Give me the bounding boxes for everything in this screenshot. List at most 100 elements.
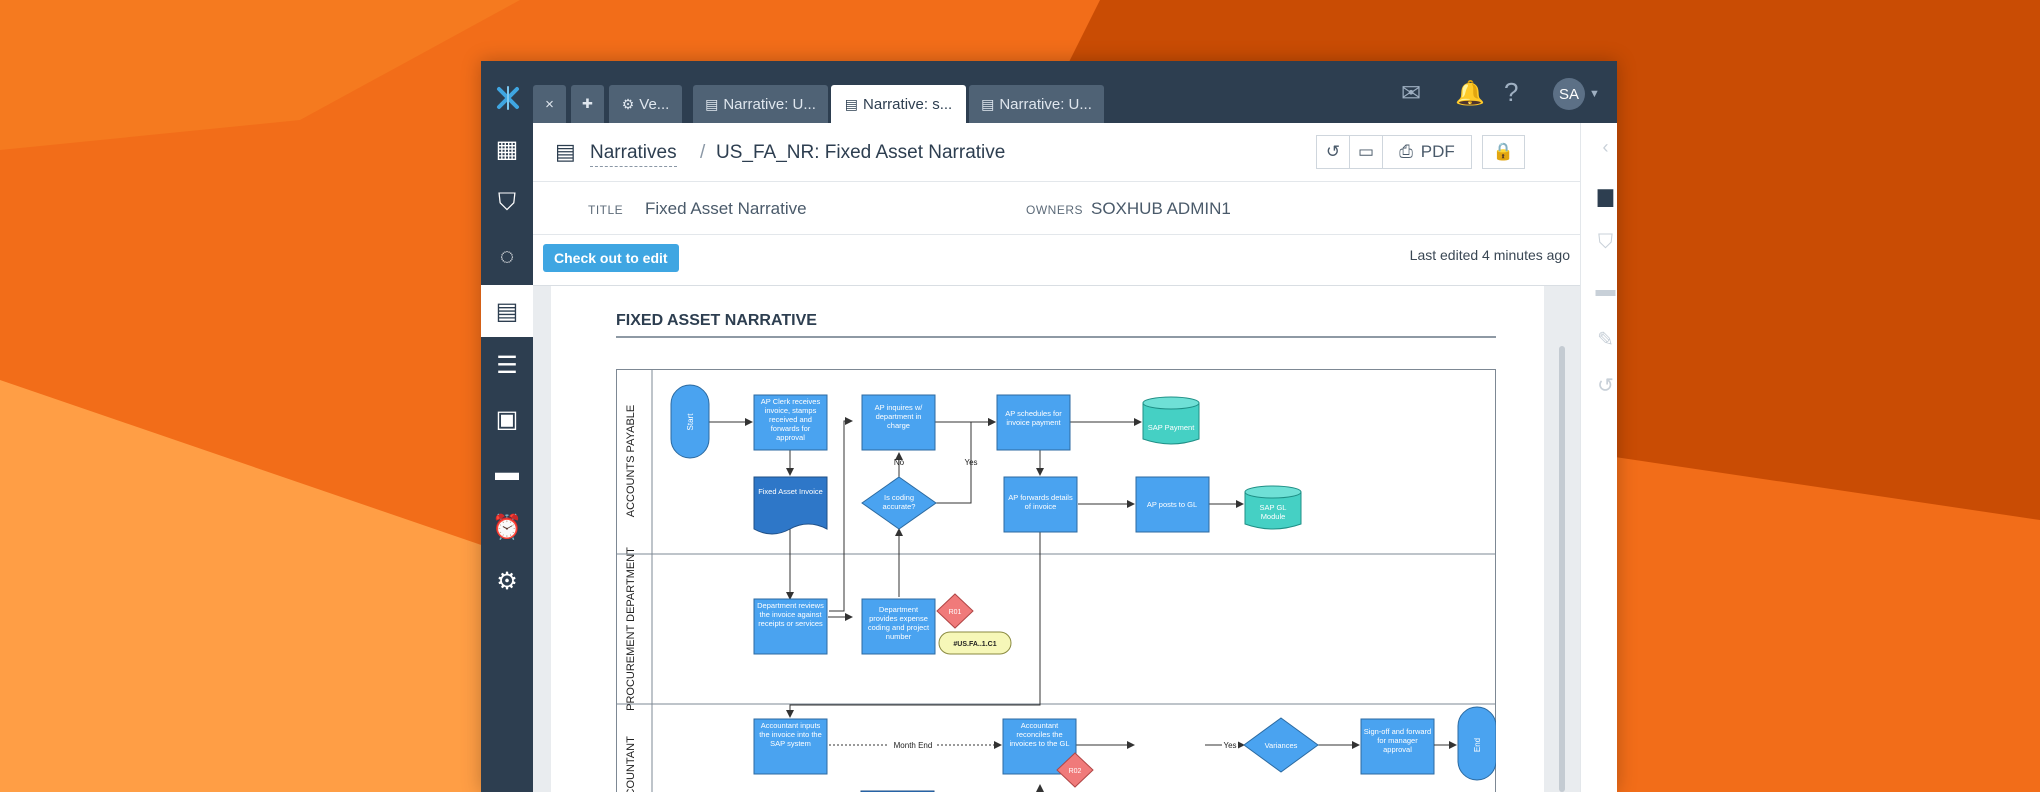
undo-button[interactable]: ↺ [1316, 135, 1350, 169]
node-fixed-asset-invoice-text: Fixed Asset Invoice [758, 487, 823, 496]
folder-icon[interactable]: ▬ [1595, 279, 1616, 301]
document-page: FIXED ASSET NARRATIVE ACCOUNTS PAYABLE P… [551, 286, 1544, 792]
shield-icon[interactable]: ⛉ [498, 189, 516, 216]
node-sap-gl-text: SAP GL Module [1259, 503, 1287, 521]
avatar-initials: SA [1558, 85, 1579, 103]
start-terminator [670, 384, 710, 459]
node-dept-provides-text: Department provides expense coding and p… [867, 605, 930, 641]
edge-label-no: No [894, 458, 905, 467]
title-key: TITLE [588, 203, 624, 217]
undo-icon: ↺ [1325, 142, 1341, 161]
shield-check-icon[interactable]: ⛉ [1598, 231, 1613, 253]
node-fixed-asset-invoice [753, 476, 828, 535]
owners-key: OWNERS [1026, 203, 1083, 217]
app-window: × ✚ ⚙ Ve... ▤ Narrative: U... ▤ Narrativ… [481, 61, 1617, 792]
end-terminator [1457, 706, 1496, 781]
risk-r01[interactable] [936, 593, 974, 629]
node-ap-clerk [753, 394, 828, 451]
scrollbar-thumb[interactable] [1559, 346, 1565, 792]
node-ap-inquires-text: AP inquires w/ department in charge [874, 403, 923, 430]
node-sap-payment [1142, 403, 1200, 445]
owners-value: SOXHUB ADMIN1 [1091, 199, 1231, 218]
node-ap-forwards [1003, 476, 1078, 533]
printer-icon: ⎙ [1399, 142, 1413, 161]
mail-icon[interactable]: ✉ [1401, 80, 1422, 107]
action-bar: Check out to edit Last edited 4 minutes … [533, 235, 1580, 286]
document-viewer[interactable]: FIXED ASSET NARRATIVE ACCOUNTS PAYABLE P… [533, 286, 1580, 792]
tab-settings[interactable]: ⚙ Ve... [609, 85, 682, 123]
dashboard-icon[interactable]: ▦ [495, 135, 519, 163]
page-header: ▤ Narratives / US_FA_NR: Fixed Asset Nar… [533, 123, 1580, 182]
cycle-icon[interactable]: ◌ [499, 243, 515, 270]
document-heading: FIXED ASSET NARRATIVE [616, 312, 817, 329]
bell-icon[interactable]: 🔔 [1455, 80, 1485, 107]
pdf-label: PDF [1420, 142, 1455, 161]
node-ap-inquires [861, 394, 936, 451]
node-ap-schedules-text: AP schedules for invoice payment [1005, 409, 1062, 427]
tab-narrative-3[interactable]: ▤ Narrative: U... [969, 85, 1104, 123]
comment-icon[interactable]: ▆ [1597, 185, 1614, 207]
tab-label: Ve... [639, 95, 670, 113]
risk-r01-label: R01 [949, 609, 962, 616]
document-icon: ▤ [844, 95, 859, 112]
fullscreen-button[interactable]: ▭ [1349, 135, 1383, 169]
avatar[interactable]: SA [1553, 78, 1585, 110]
tab-narrative-active[interactable]: ▤ Narrative: s... [831, 85, 966, 123]
settings-gear-icon[interactable]: ⚙ [496, 567, 518, 595]
chevron-left-icon[interactable]: ‹ [1602, 137, 1609, 157]
start-label: Start [686, 413, 695, 431]
metadata-row: TITLE Fixed Asset Narrative OWNERS SOXHU… [533, 182, 1580, 235]
history-icon[interactable]: ↺ [1597, 375, 1614, 397]
lanes-frame [616, 369, 1496, 792]
node-signoff [1360, 718, 1435, 775]
breadcrumb-separator: / [700, 142, 706, 163]
node-coding-accurate-text: Is coding accurate? [882, 493, 916, 511]
node-dept-provides [861, 598, 936, 655]
node-variances [1243, 717, 1319, 773]
tab-close-all[interactable]: × [533, 85, 566, 123]
flowchart: ACCOUNTS PAYABLE PROCUREMENT DEPARTMENT … [616, 369, 1496, 792]
help-icon[interactable]: ? [1504, 77, 1519, 107]
alarm-clock-icon[interactable]: ⏰ [492, 513, 522, 541]
node-accountant-inputs [753, 718, 828, 775]
control-us-fa-1-c1[interactable] [938, 631, 1012, 655]
node-coding-accurate [861, 476, 937, 530]
node-dept-reviews [753, 598, 828, 655]
lock-icon: 🔒 [1492, 142, 1515, 161]
node-ap-forwards-text: AP forwards details of invoice [1008, 493, 1073, 511]
risk-r02[interactable] [1056, 752, 1094, 788]
node-sap-payment-text: SAP Payment [1148, 423, 1195, 432]
image-icon: ▭ [1357, 142, 1375, 161]
tab-label: Narrative: s... [863, 95, 953, 113]
edge-label-yes: Yes [964, 458, 977, 467]
print-pdf-button[interactable]: ⎙ PDF [1382, 135, 1472, 169]
document-icon: ▤ [555, 139, 576, 164]
main-content: ▤ Narratives / US_FA_NR: Fixed Asset Nar… [533, 123, 1617, 792]
node-accountant-inputs-text: Accountant inputs the invoice into the S… [759, 721, 822, 748]
node-signoff-text: Sign-off and forward for manager approva… [1363, 727, 1432, 754]
pencil-icon[interactable]: ✎ [1597, 329, 1614, 351]
risk-r02-label: R02 [1069, 768, 1082, 775]
lane-label-ap: ACCOUNTS PAYABLE [625, 405, 637, 517]
close-icon: × [545, 95, 554, 113]
right-rail: ‹ ▆ ⛉ ▬ ✎ ↺ [1580, 123, 1617, 792]
tab-label: Narrative: U... [723, 95, 816, 113]
folder-icon[interactable]: ▬ [495, 459, 519, 486]
edge-label-yes-2: Yes [1223, 741, 1236, 750]
lane-label-accountant: ACCOUNTANT [625, 736, 637, 792]
app-logo-icon[interactable] [495, 85, 521, 111]
tab-pin[interactable]: ✚ [571, 85, 604, 123]
node-ap-posts-text: AP posts to GL [1147, 500, 1197, 509]
calendar-check-icon[interactable]: ▣ [495, 405, 519, 433]
node-ap-posts [1135, 476, 1210, 533]
document-icon: ▤ [705, 95, 719, 112]
list-icon[interactable]: ☰ [496, 351, 518, 379]
tab-narrative-1[interactable]: ▤ Narrative: U... [693, 85, 828, 123]
breadcrumb-narratives-link[interactable]: Narratives [590, 142, 677, 167]
top-bar: × ✚ ⚙ Ve... ▤ Narrative: U... ▤ Narrativ… [481, 61, 1617, 123]
lock-button[interactable]: 🔒 [1482, 135, 1525, 169]
check-out-button[interactable]: Check out to edit [543, 244, 679, 272]
narrative-document-icon[interactable]: ▤ [481, 285, 533, 337]
chevron-down-icon[interactable]: ▼ [1589, 88, 1600, 100]
node-ap-clerk-text: AP Clerk receives invoice, stamps receiv… [760, 397, 821, 442]
